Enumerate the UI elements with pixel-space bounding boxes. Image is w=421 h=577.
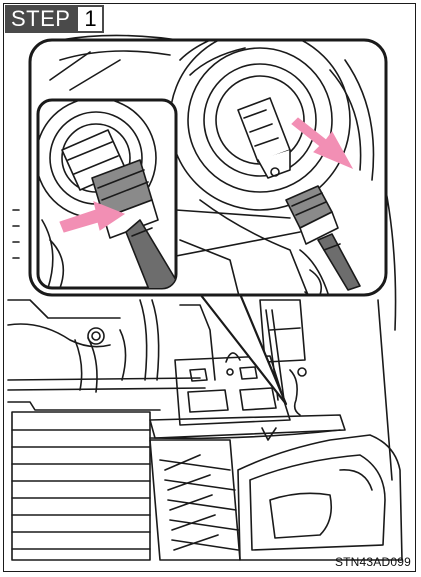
step-label: STEP: [5, 5, 76, 33]
step-header: STEP 1: [5, 5, 104, 33]
callout-inset: [36, 98, 176, 292]
callout-pointer: [200, 294, 286, 404]
figure-code: STN43AD099: [335, 555, 411, 569]
step-number: 1: [76, 5, 104, 33]
